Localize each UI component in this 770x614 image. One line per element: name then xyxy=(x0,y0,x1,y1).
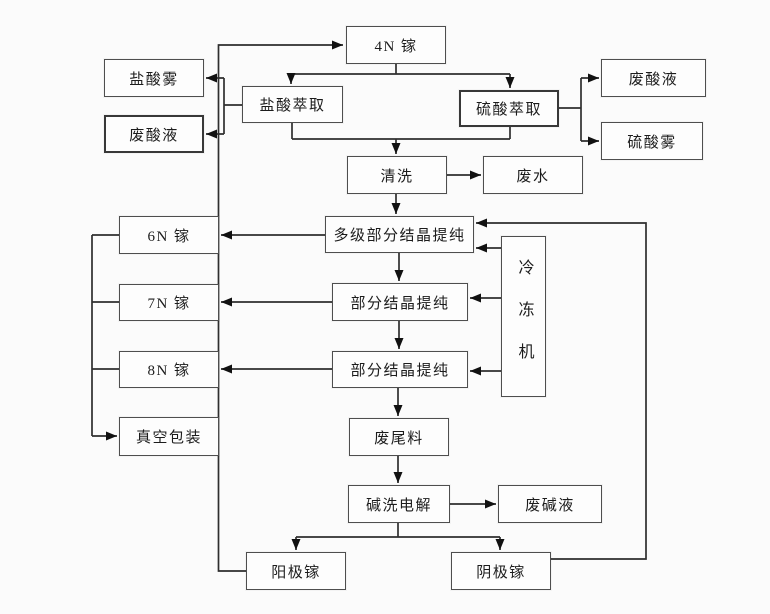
node-partial-crystallization-1: 部分结晶提纯 xyxy=(332,283,468,321)
node-label: 阳极镓 xyxy=(271,564,321,581)
node-anode-gallium: 阳极镓 xyxy=(246,552,346,590)
node-7n-gallium: 7N 镓 xyxy=(119,284,219,321)
node-multistage-crystallization: 多级部分结晶提纯 xyxy=(325,216,474,253)
node-sulfuric-mist: 硫酸雾 xyxy=(601,122,703,160)
node-label: 8N 镓 xyxy=(147,363,191,379)
node-waste-acid-right: 废酸液 xyxy=(601,59,706,97)
node-label: 硫酸雾 xyxy=(627,134,677,151)
node-label: 盐酸雾 xyxy=(129,71,179,88)
node-hcl-mist: 盐酸雾 xyxy=(104,59,204,97)
node-label: 部分结晶提纯 xyxy=(350,363,450,379)
node-label: 硫酸萃取 xyxy=(475,102,542,118)
node-hcl-extraction: 盐酸萃取 xyxy=(242,86,343,123)
node-vacuum-packaging: 真空包装 xyxy=(119,417,219,456)
node-label: 废碱液 xyxy=(525,497,575,514)
node-waste-acid-left: 废酸液 xyxy=(104,115,204,153)
node-6n-gallium: 6N 镓 xyxy=(119,216,219,254)
node-washing: 清洗 xyxy=(347,156,447,194)
node-label: 7N 镓 xyxy=(147,296,191,312)
node-8n-gallium: 8N 镓 xyxy=(119,351,219,388)
node-label: 冷冻机 xyxy=(515,258,533,385)
node-label: 废酸液 xyxy=(628,71,679,88)
node-label: 清洗 xyxy=(380,168,414,185)
node-label: 碱洗电解 xyxy=(365,497,432,514)
node-label: 废尾料 xyxy=(374,430,424,447)
node-label: 部分结晶提纯 xyxy=(350,295,450,312)
node-label: 真空包装 xyxy=(135,430,202,446)
node-label: 盐酸萃取 xyxy=(259,98,326,114)
node-sulfuric-extraction: 硫酸萃取 xyxy=(459,90,559,127)
node-alkali-electrolysis: 碱洗电解 xyxy=(348,485,450,523)
node-waste-tailings: 废尾料 xyxy=(349,418,449,456)
node-label: 多级部分结晶提纯 xyxy=(333,228,466,244)
node-label: 4N 镓 xyxy=(374,38,418,55)
node-label: 6N 镓 xyxy=(147,228,191,245)
node-cathode-gallium: 阴极镓 xyxy=(451,552,551,590)
node-waste-alkali: 废碱液 xyxy=(498,485,602,523)
node-waste-water: 废水 xyxy=(483,156,583,194)
node-freezer: 冷冻机 xyxy=(501,236,546,397)
node-label: 废酸液 xyxy=(129,127,179,144)
node-label: 阴极镓 xyxy=(476,564,526,581)
node-4n-gallium: 4N 镓 xyxy=(346,26,446,64)
node-label: 废水 xyxy=(516,168,550,185)
node-partial-crystallization-2: 部分结晶提纯 xyxy=(332,351,468,388)
